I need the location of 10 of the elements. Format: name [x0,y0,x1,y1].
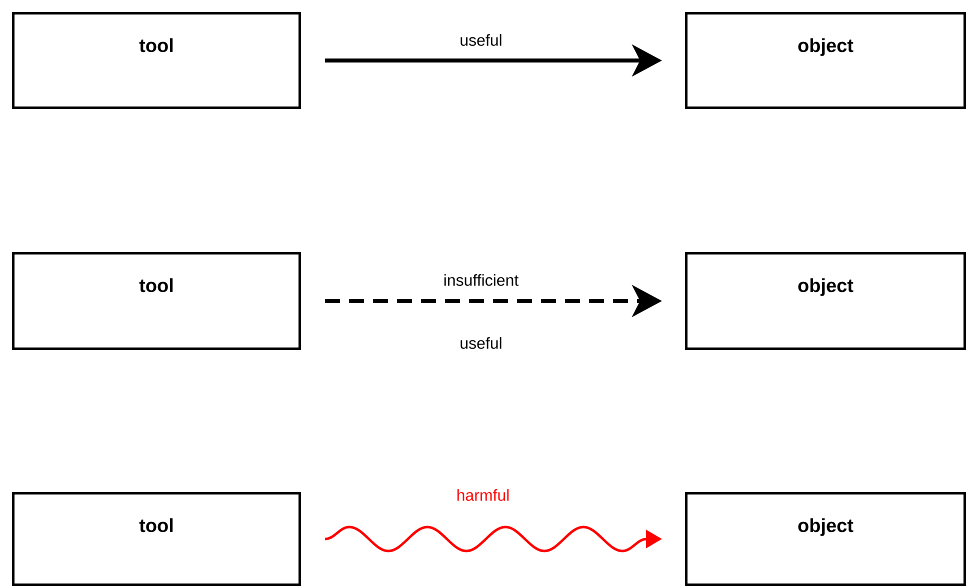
box: tool [12,12,301,109]
box: tool [12,252,301,350]
box: object [685,252,966,350]
box: tool [12,492,301,586]
edge-label: useful [460,34,502,46]
edge-label: insufficient [444,274,519,286]
edge-label: harmful [457,489,509,501]
box: object [685,492,966,586]
note-text: useful [460,337,502,349]
box: object [685,12,966,109]
